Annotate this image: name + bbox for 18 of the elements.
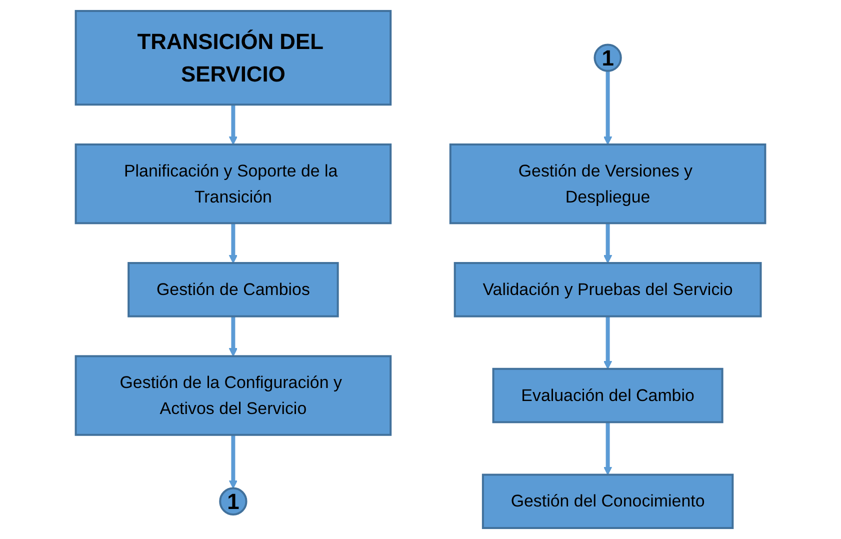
node-box: Gestión de la Configuración y Activos del Servicio xyxy=(74,355,392,436)
node-box: Validación y Pruebas del Servicio xyxy=(454,262,762,318)
arrow xyxy=(228,223,238,264)
node-box: TRANSICIÓN DEL SERVICIO xyxy=(74,10,392,106)
arrow xyxy=(603,422,612,476)
node-circle: 1 xyxy=(219,487,248,516)
node-box: Gestión de Versiones y Despliegue xyxy=(449,143,766,224)
arrow xyxy=(228,104,238,145)
arrow xyxy=(603,70,612,145)
arrow xyxy=(603,316,612,370)
arrow xyxy=(603,223,612,264)
arrow xyxy=(228,434,238,489)
node-box: Gestión de Cambios xyxy=(128,262,339,318)
node-box: Evaluación del Cambio xyxy=(492,368,724,424)
node-circle: 1 xyxy=(594,44,622,72)
node-box: Planificación y Soporte de la Transición xyxy=(74,143,392,224)
arrow xyxy=(228,316,238,357)
node-box: Gestión del Conocimiento xyxy=(482,474,734,530)
